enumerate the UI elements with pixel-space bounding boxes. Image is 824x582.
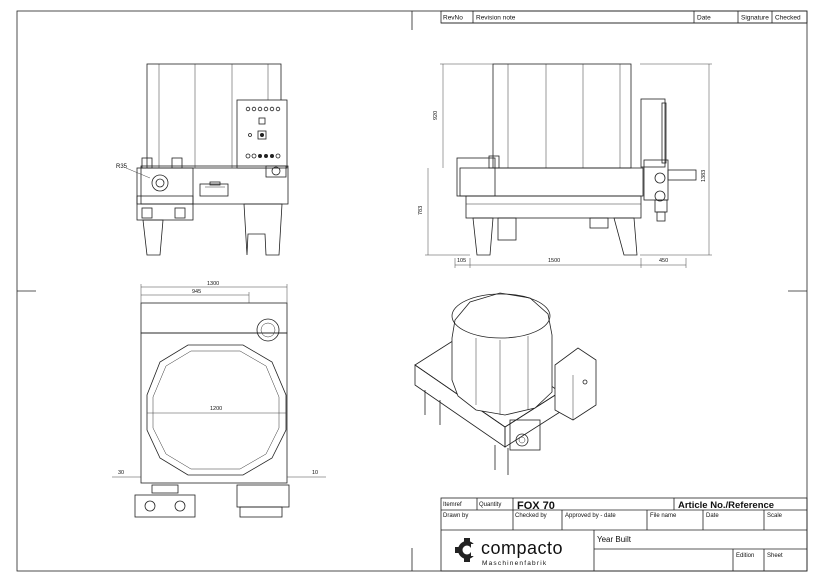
side-width-main: 1500 [548, 258, 560, 264]
isometric-view [414, 292, 597, 475]
top-width-total: 1300 [207, 281, 219, 287]
side-width-left: 105 [457, 258, 466, 264]
file-name-label: File name [650, 513, 677, 519]
rev-no-header: RevNo [443, 15, 463, 22]
date-label: Date [706, 513, 719, 519]
logo-tagline: Maschinenfabrik [482, 560, 547, 567]
rev-signature-header: Signature [741, 15, 769, 22]
scale-label: Scale [767, 513, 783, 519]
rev-note-header: Revision note [476, 15, 516, 22]
approved-label: Approved by - date [565, 513, 616, 519]
top-diameter: 1200 [210, 406, 222, 412]
control-panel-lamps [245, 106, 281, 159]
drawn-by-label: Drawn by [443, 513, 468, 519]
logo-name: compacto [481, 538, 563, 558]
revision-table: RevNo Revision note Date Signature Check… [440, 10, 808, 24]
rev-date-header: Date [697, 15, 711, 22]
rev-checked-header: Checked [775, 15, 801, 22]
year-built-label: Year Built [597, 535, 632, 544]
drawing-frame [16, 10, 808, 572]
front-radius-label: R35 [116, 164, 128, 170]
compacto-logo: compacto Maschinenfabrik [455, 538, 563, 567]
side-height-total: 1383 [701, 170, 707, 182]
gear-logo-icon [455, 538, 479, 562]
product-name: FOX 70 [517, 500, 555, 512]
side-view: 920 783 1383 105 1500 450 [418, 63, 712, 268]
side-width-right: 450 [659, 258, 668, 264]
front-view: R35 [116, 63, 289, 256]
top-view: 1300 945 1200 30 10 [112, 281, 326, 518]
sheet-label: Sheet [767, 553, 783, 559]
top-offset-right: 10 [312, 470, 318, 476]
checked-by-label: Checked by [515, 513, 547, 519]
itemref-label: Itemref [443, 502, 462, 508]
quantity-label: Quantity [479, 502, 501, 508]
side-height-bottom: 783 [418, 206, 424, 215]
top-width-partial: 945 [192, 289, 201, 295]
title-block: Itemref Quantity FOX 70 Article No./Refe… [440, 497, 808, 572]
top-offset-left: 30 [118, 470, 124, 476]
side-height-top: 920 [433, 111, 439, 120]
edition-label: Edition [736, 553, 754, 559]
article-label: Article No./Reference [678, 500, 774, 511]
